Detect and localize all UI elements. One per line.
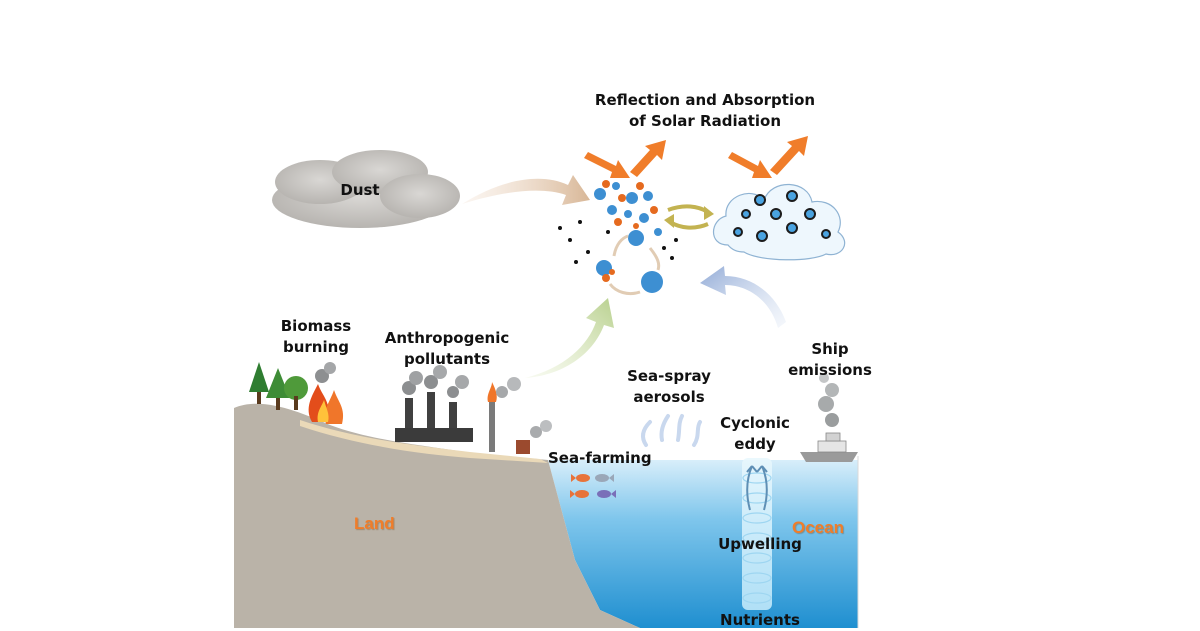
ocean-water [548, 460, 858, 628]
solar-radiation-arrows [584, 136, 808, 178]
ocean-label: Ocean [792, 518, 844, 537]
sea-farming-label: Sea-farming [548, 449, 652, 467]
forest-fire-icon [249, 362, 344, 424]
fish-icon [570, 474, 616, 498]
dust-cloud [272, 150, 460, 228]
ship-emissions-label: Ship emissions [788, 340, 872, 379]
dust-transport-arrow [462, 175, 590, 205]
ship-icon [800, 373, 858, 462]
aerosol-particles [558, 180, 678, 293]
factory-icon [395, 365, 552, 454]
sea-spray-aerosols-label: Sea-spray aerosols [627, 367, 711, 406]
nutrients-label: Nutrients [720, 611, 800, 629]
upwelling-rings [742, 472, 772, 604]
upwelling-column [742, 458, 772, 610]
upwelling-label: Upwelling [718, 535, 802, 553]
eddy-arrows [746, 465, 768, 511]
sea-spray-plumes [641, 414, 702, 447]
cloud-droplets [712, 183, 846, 261]
aging-cycle-arrows [608, 234, 661, 296]
land-label: Land [354, 514, 395, 533]
cyclonic-eddy-label: Cyclonic eddy [720, 414, 790, 453]
pollutant-transport-arrow [525, 298, 614, 378]
dust-label: Dust [340, 181, 380, 199]
anthropogenic-pollutants-label: Anthropogenic pollutants [384, 329, 510, 368]
biomass-burning-label: Biomass burning [280, 317, 352, 356]
reflection-absorption-label: Reflection and Absorption of Solar Radia… [594, 91, 816, 130]
ship-transport-arrow [700, 266, 786, 328]
coast-sand [300, 420, 548, 463]
